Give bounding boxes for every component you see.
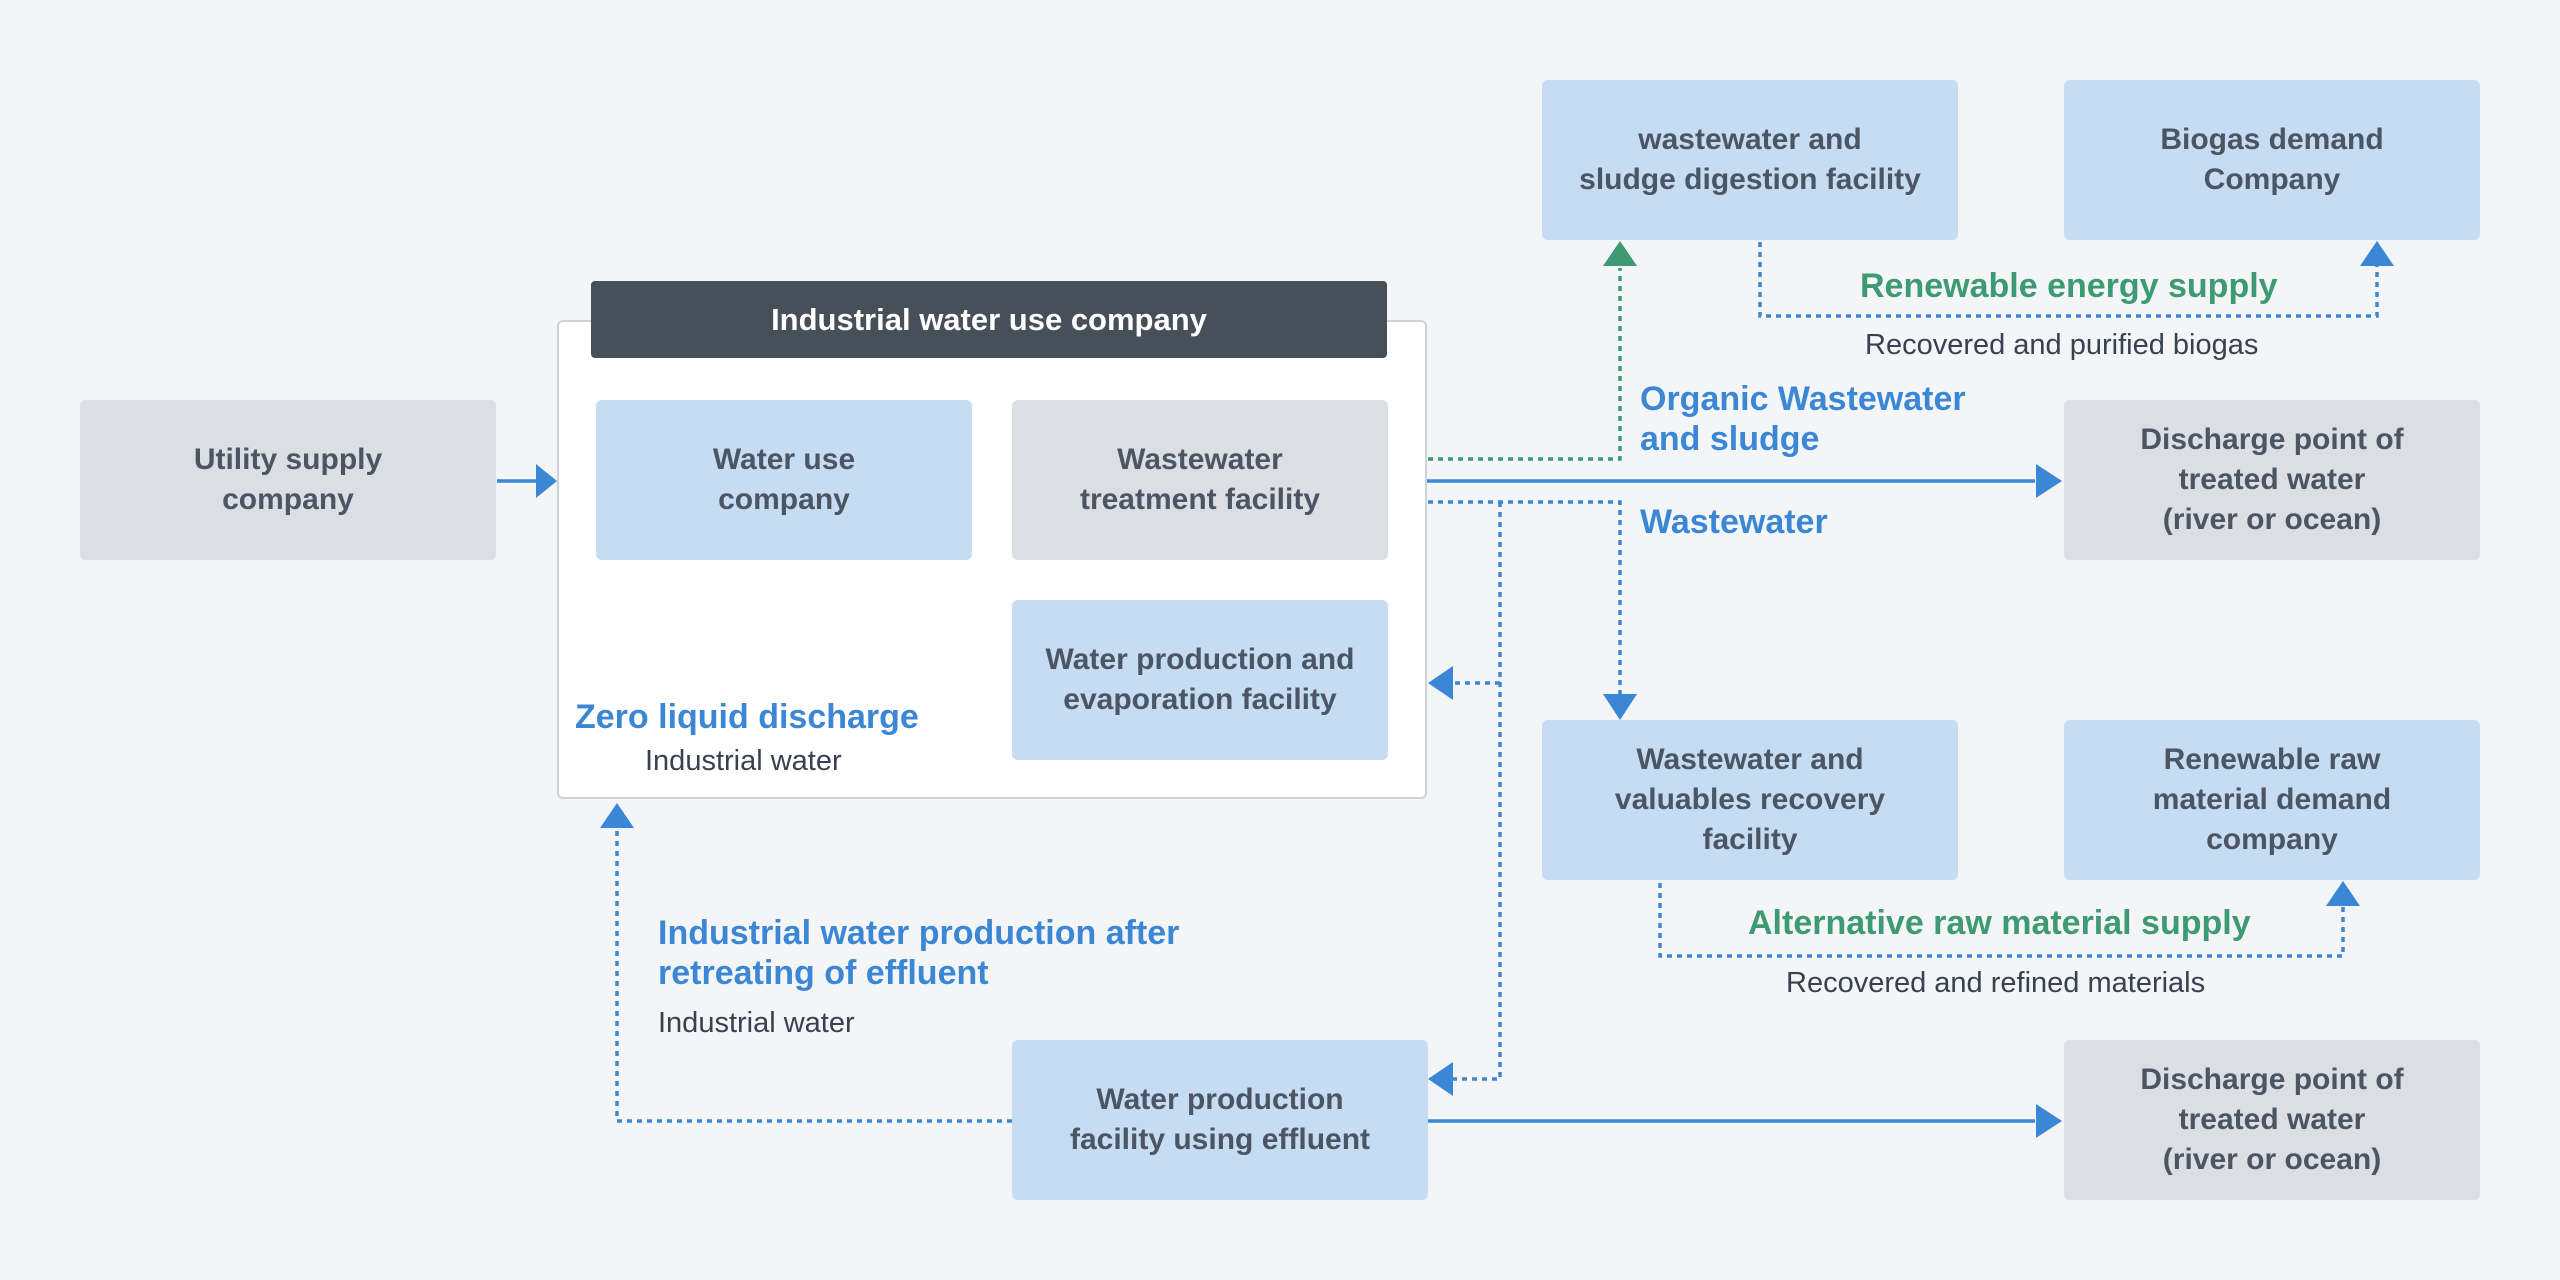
alternative-raw-material-label: Alternative raw material supply [1748,904,2251,942]
arrowhead-raw-material [2326,881,2360,906]
arrowhead-discharge-bottom [2036,1104,2062,1138]
arrowhead-biogas [2360,241,2394,266]
raw-material-demand-node: Renewable raw material demand company [2064,720,2480,880]
digestion-facility-node: wastewater and sludge digestion facility [1542,80,1958,240]
recovered-materials-label: Recovered and refined materials [1786,967,2206,999]
zero-liquid-discharge-label: Zero liquid discharge [575,698,919,736]
valuables-recovery-node: Wastewater and valuables recovery facili… [1542,720,1958,880]
arrowhead-effluent-facility [1428,1062,1453,1096]
recovered-biogas-label: Recovered and purified biogas [1865,329,2259,361]
organic-wastewater-label: Organic Wastewater and sludge [1640,380,1966,458]
flow-treatment-loop [1452,502,1502,1081]
flow-organic-to-digestion [1388,268,1622,461]
effluent-retreating-label: Industrial water production after retrea… [658,914,1180,992]
utility-supply-node: Utility supply company [80,400,496,560]
wastewater-label: Wastewater [1640,503,1828,541]
arrowhead-evaporation [1428,666,1453,700]
water-use-node: Water use company [596,400,972,560]
industrial-company-header: Industrial water use company [591,281,1387,358]
discharge-point-top-node: Discharge point of treated water (river … [2064,400,2480,560]
flow-treatment-wastewater-branch [1388,500,1622,696]
flow-effluent-return [615,825,1012,1123]
flow-raw-material [1658,883,2345,958]
discharge-point-bottom-node: Discharge point of treated water (river … [2064,1040,2480,1200]
biogas-demand-node: Biogas demand Company [2064,80,2480,240]
industrial-water-zld-label: Industrial water [645,745,842,777]
arrowhead-discharge-top [2036,464,2062,498]
wastewater-treatment-node: Wastewater treatment facility [1012,400,1388,560]
arrowhead-company-in [536,464,557,498]
arrowhead-digestion [1603,241,1637,266]
effluent-production-node: Water production facility using effluent [1012,1040,1428,1200]
industrial-water-effluent-label: Industrial water [658,1007,855,1039]
flow-biogas [1758,242,2379,318]
water-production-evaporation-node: Water production and evaporation facilit… [1012,600,1388,760]
arrowhead-valuables [1603,694,1637,720]
renewable-energy-supply-label: Renewable energy supply [1860,267,2278,305]
arrowhead-company-bottom [600,803,634,828]
